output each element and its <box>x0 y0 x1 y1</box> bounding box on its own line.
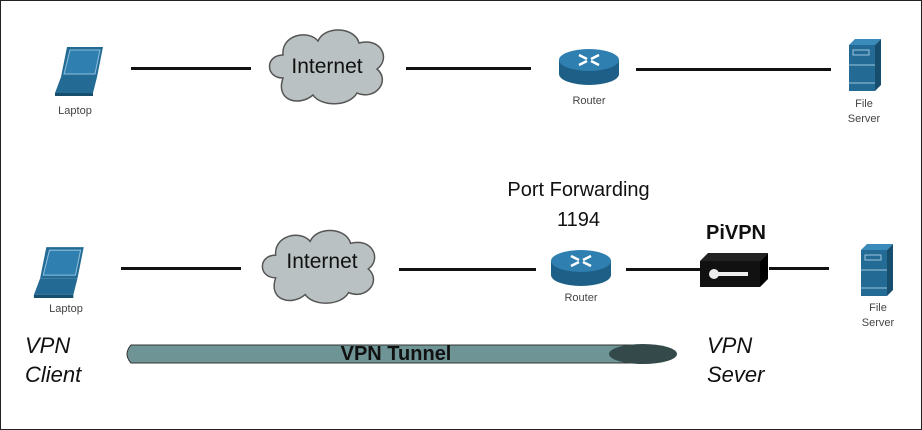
vpn-client-label: VPN Client <box>25 331 81 389</box>
pivpn-label: PiVPN <box>705 222 767 244</box>
router-label: Router <box>564 292 598 304</box>
laptop-label: Laptop <box>49 303 83 315</box>
link-line <box>406 67 531 70</box>
file-server-icon <box>859 242 895 298</box>
laptop-icon <box>53 45 115 97</box>
port-number-label: 1194 <box>556 209 600 231</box>
internet-label: Internet <box>286 250 358 273</box>
file-server-label-line2: Server <box>847 113 881 125</box>
file-server-icon <box>847 37 883 93</box>
vpn-client-line1: VPN <box>25 333 71 358</box>
internet-label: Internet <box>291 55 363 78</box>
internet-cloud-icon <box>263 23 393 108</box>
vpn-tunnel-icon <box>123 343 679 365</box>
laptop-label: Laptop <box>58 105 92 117</box>
vpn-server-line1: VPN <box>707 333 753 358</box>
file-server-label: File Server <box>839 97 889 127</box>
link-line <box>399 268 536 271</box>
laptop-icon <box>27 245 101 299</box>
vpn-tunnel-label: VPN Tunnel <box>340 343 452 365</box>
router-label: Router <box>572 95 606 107</box>
vpn-client-line2: Client <box>25 362 82 387</box>
router-icon <box>549 248 613 288</box>
pivpn-key-box-icon <box>698 251 770 289</box>
router-icon <box>557 47 621 87</box>
port-forwarding-label: Port Forwarding <box>507 179 650 201</box>
link-line <box>626 268 701 271</box>
file-server-label-line1: File <box>855 98 873 110</box>
vpn-server-label: VPN Sever <box>707 331 764 389</box>
file-server-label-line1: File <box>869 302 887 314</box>
file-server-label: File Server <box>853 301 903 331</box>
link-line <box>636 68 831 71</box>
link-line <box>131 67 251 70</box>
internet-cloud-icon <box>256 223 384 308</box>
vpn-server-line2: Sever <box>707 362 765 387</box>
file-server-label-line2: Server <box>861 317 895 329</box>
link-line <box>769 267 829 270</box>
link-line <box>121 267 241 270</box>
